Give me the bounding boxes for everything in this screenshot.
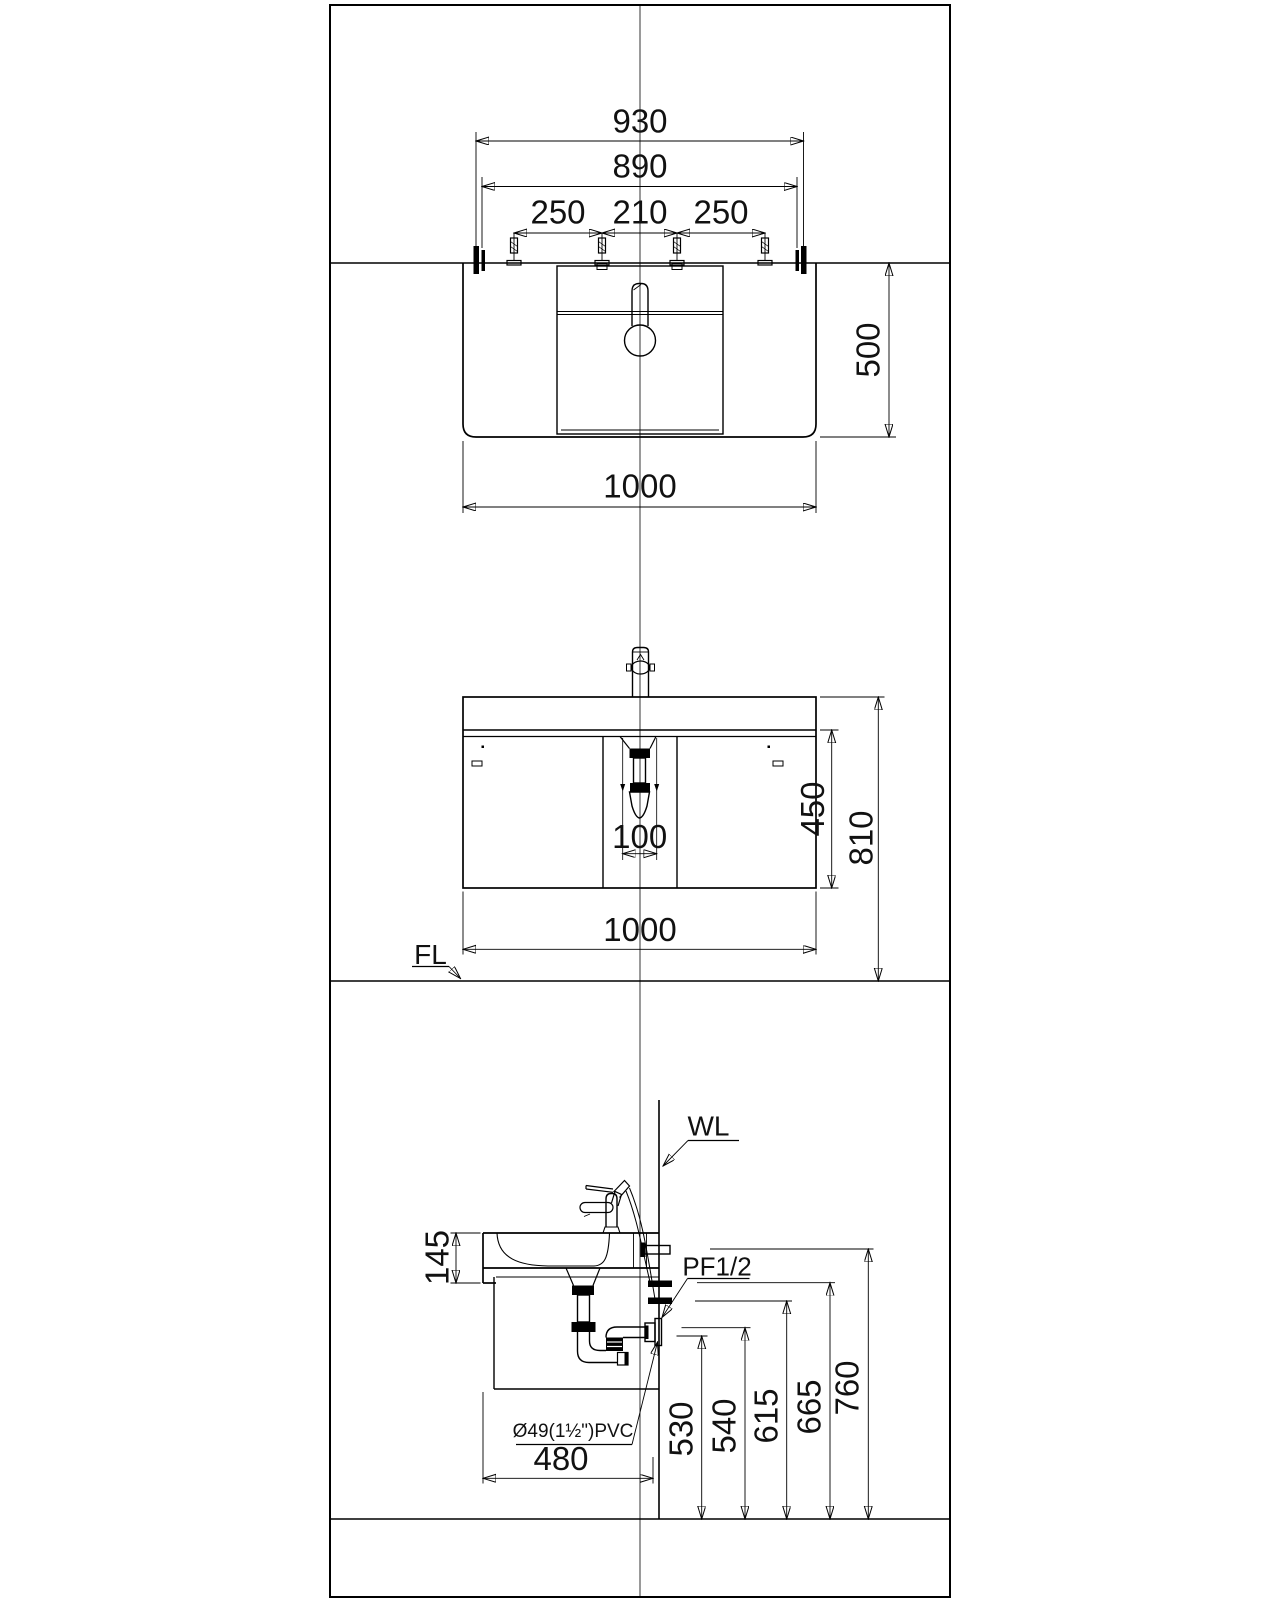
dim-drain-outlet-height: 530 [663,1401,700,1456]
wall-bracket-right [801,246,807,274]
bolt [757,233,773,266]
door-hinge [471,760,483,767]
dim-drain-offset: 100 [612,818,667,855]
sink-basin-plan [556,265,724,435]
side-dimensions: 145 480 530 540 615 665 760 [419,1230,874,1519]
bolt [669,233,685,266]
dim-bolt-pitch-right: 250 [693,194,748,231]
drawing-frame [329,4,951,1598]
faucet-plan [623,282,657,357]
cabinet-section [493,1276,659,1390]
door-hinge [772,760,784,767]
front-dimensions: 100 450 810 1000 FL [412,697,885,981]
wall-bracket-left [473,246,479,274]
front-view: 100 450 810 1000 FL [412,646,885,982]
dim-cabinet-depth: 480 [533,1440,588,1477]
dim-counter-height: 810 [843,810,880,865]
dim-counter-width-plan: 1000 [603,468,676,505]
dim-mount-width: 930 [612,103,667,140]
dim-counter-depth: 500 [850,322,887,377]
supply-elbow [644,1244,671,1255]
label-drain-pipe-spec: Ø49(1½")PVC [513,1421,634,1442]
side-view: WL [419,1100,874,1519]
drain-trap-side [565,1267,663,1366]
mount-tab [596,263,608,270]
faucet-front [626,646,655,697]
dim-bolt-pitch-left: 250 [530,194,585,231]
supply-stub-upper [648,1280,672,1287]
counter-section [482,1232,659,1284]
cabinet-front [462,696,817,889]
dim-cabinet-height: 450 [794,781,831,836]
mount-tab [671,263,683,270]
supply-hose [625,1190,651,1283]
bolt [506,233,522,266]
faucet-spout [613,1179,631,1198]
dim-counter-thickness: 145 [419,1230,456,1285]
faucet-lever [579,1201,614,1214]
dim-wall-supply-height: 760 [829,1360,866,1415]
label-supply-thread: PF1/2 [682,1252,751,1282]
plan-dimensions: 930 890 250 210 250 500 1000 [463,103,896,513]
dim-bolt-span: 890 [612,148,667,185]
wall-supply-fittings [640,1242,672,1304]
supply-stub-lower [648,1297,672,1304]
dim-supply-upper-height: 665 [791,1379,828,1434]
basin-profile [496,1232,611,1267]
dim-stop-valve-height: 540 [706,1398,743,1453]
plan-view: 930 890 250 210 250 500 1000 [462,103,896,513]
dim-supply-mid-height: 615 [748,1388,785,1443]
countertop-plan [462,263,817,438]
dim-bolt-pitch-center: 210 [612,194,667,231]
mounting-bolts [506,233,773,266]
label-wall-line: WL [688,1111,730,1142]
faucet-side [579,1179,631,1234]
dim-cabinet-width-front: 1000 [603,911,676,948]
label-floor-line: FL [414,939,447,970]
drain-trap-front [619,736,660,860]
bolt [594,233,610,266]
